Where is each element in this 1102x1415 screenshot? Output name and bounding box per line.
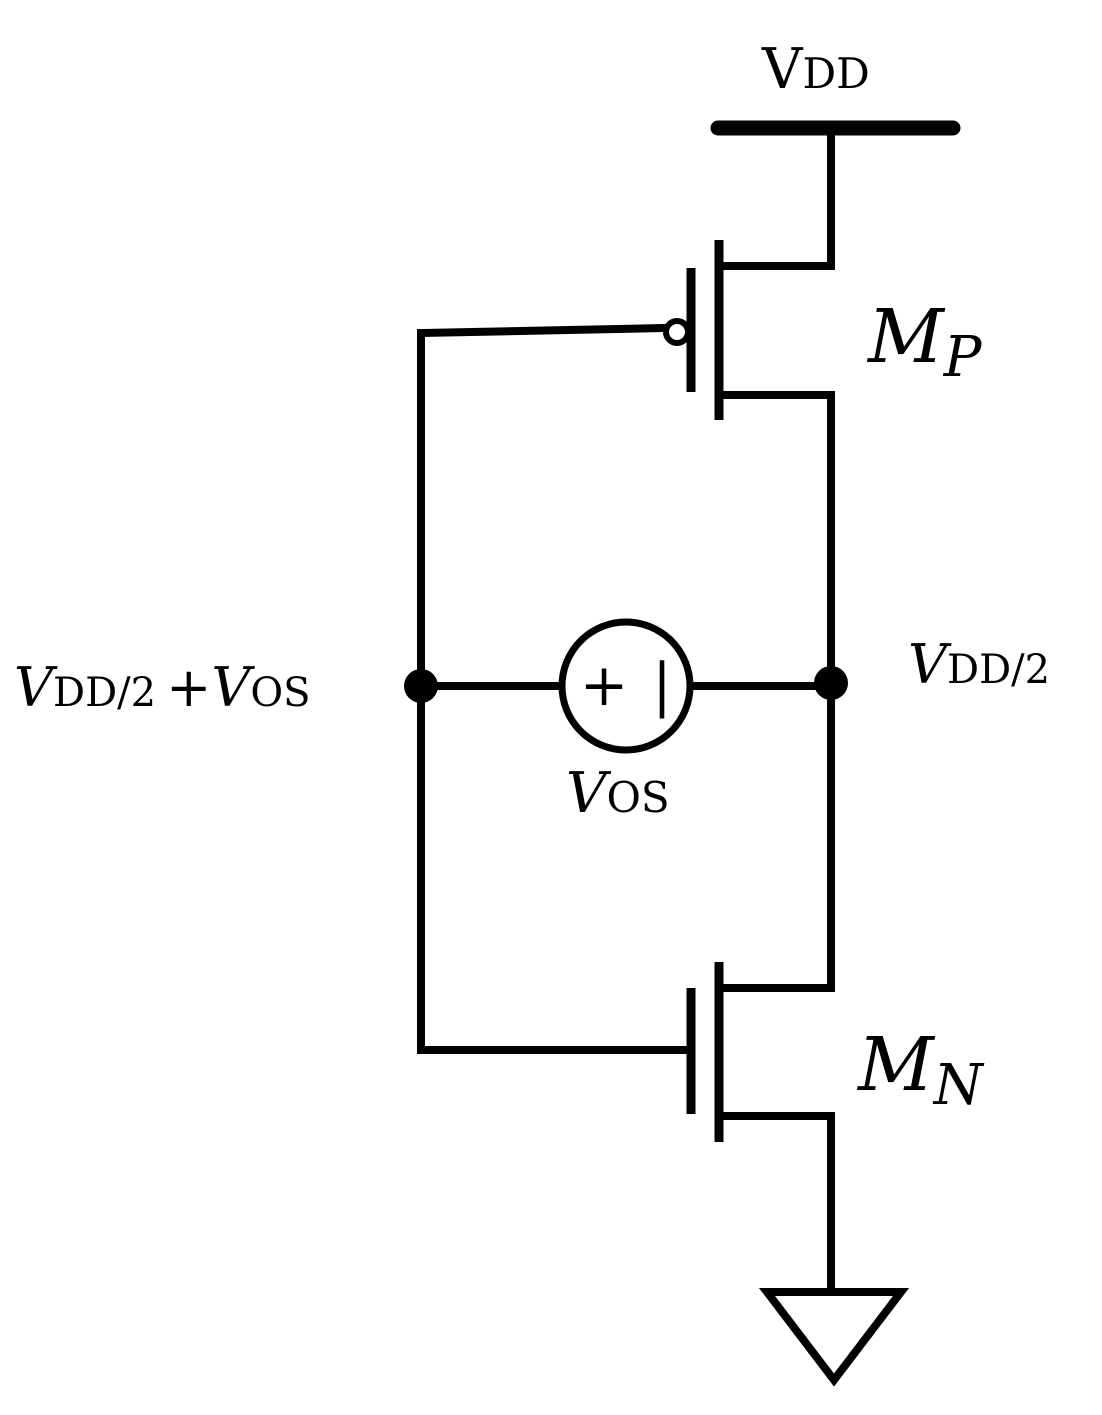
nmos-source-wire [715,1112,835,1294]
vdd-label: VDD [761,37,870,102]
mn-label: MN [856,1022,985,1118]
output-node-label: VDD/2 [908,633,1050,696]
pmos-gate-bubble [663,318,691,346]
nmos-drain-wire [715,679,835,992]
offset-voltage-source: + | [558,618,694,754]
source-body [558,618,694,754]
source-plus-sign: + [580,651,629,719]
nmos-transistor [686,962,724,1142]
vdd-to-pmos-source-wire [715,128,835,270]
input-node-label: VDD/2+VOS [14,656,311,719]
left-node-dot [404,669,438,703]
ground-symbol [758,1288,910,1387]
mp-label: MP [866,294,983,390]
vos-label: VOS [566,761,670,826]
pmos-transistor [663,240,724,420]
pmos-drain-wire [715,391,835,687]
source-minus-sign: | [652,651,672,719]
